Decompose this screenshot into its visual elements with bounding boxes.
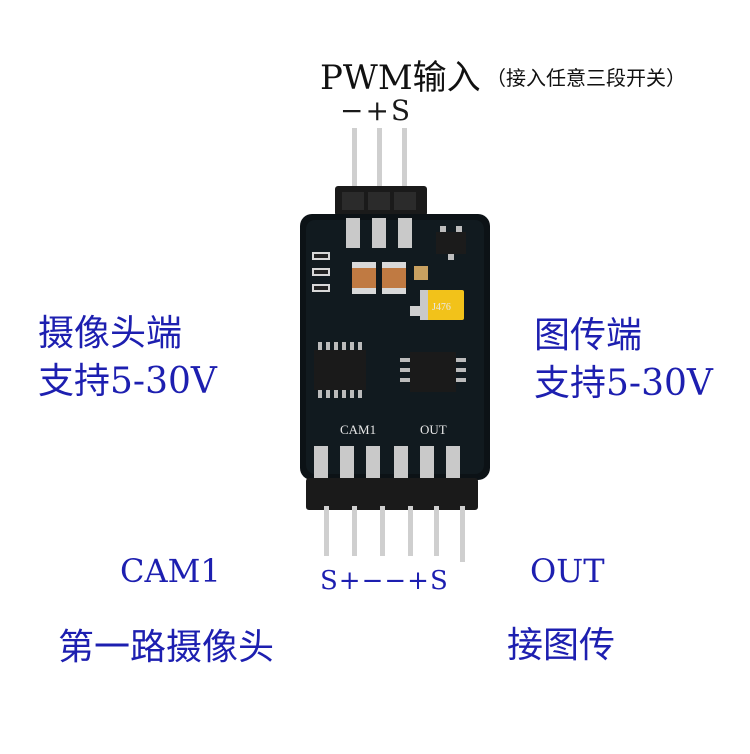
camera-side-heading: 摄像头端	[38, 313, 183, 354]
tantalum-capacitor	[420, 290, 464, 320]
silk-cam1: CAM1	[340, 422, 376, 437]
out-desc: 接图传	[507, 625, 616, 666]
ic-right	[410, 352, 456, 392]
output-pin-labels: S+−−+S	[320, 566, 449, 596]
title: PWM输入	[320, 58, 481, 98]
title-note: （接入任意三段开关）	[486, 66, 686, 90]
vtx-side-voltage: 支持5-30V	[534, 363, 713, 404]
bottom-header-pins	[306, 478, 478, 562]
top-header-pins	[335, 128, 427, 216]
cam1-label: CAM1	[120, 552, 221, 590]
vtx-side-heading: 图传端	[534, 315, 643, 356]
cam1-desc: 第一路摄像头	[58, 627, 275, 668]
input-pin-labels: −+S	[340, 94, 413, 127]
cap-code: J476	[432, 302, 451, 313]
camera-side-voltage: 支持5-30V	[38, 361, 217, 402]
silk-out: OUT	[420, 422, 447, 437]
capacitor-right	[382, 262, 406, 294]
capacitor-left	[352, 262, 376, 294]
ic-left	[314, 350, 366, 390]
out-label: OUT	[530, 552, 605, 590]
